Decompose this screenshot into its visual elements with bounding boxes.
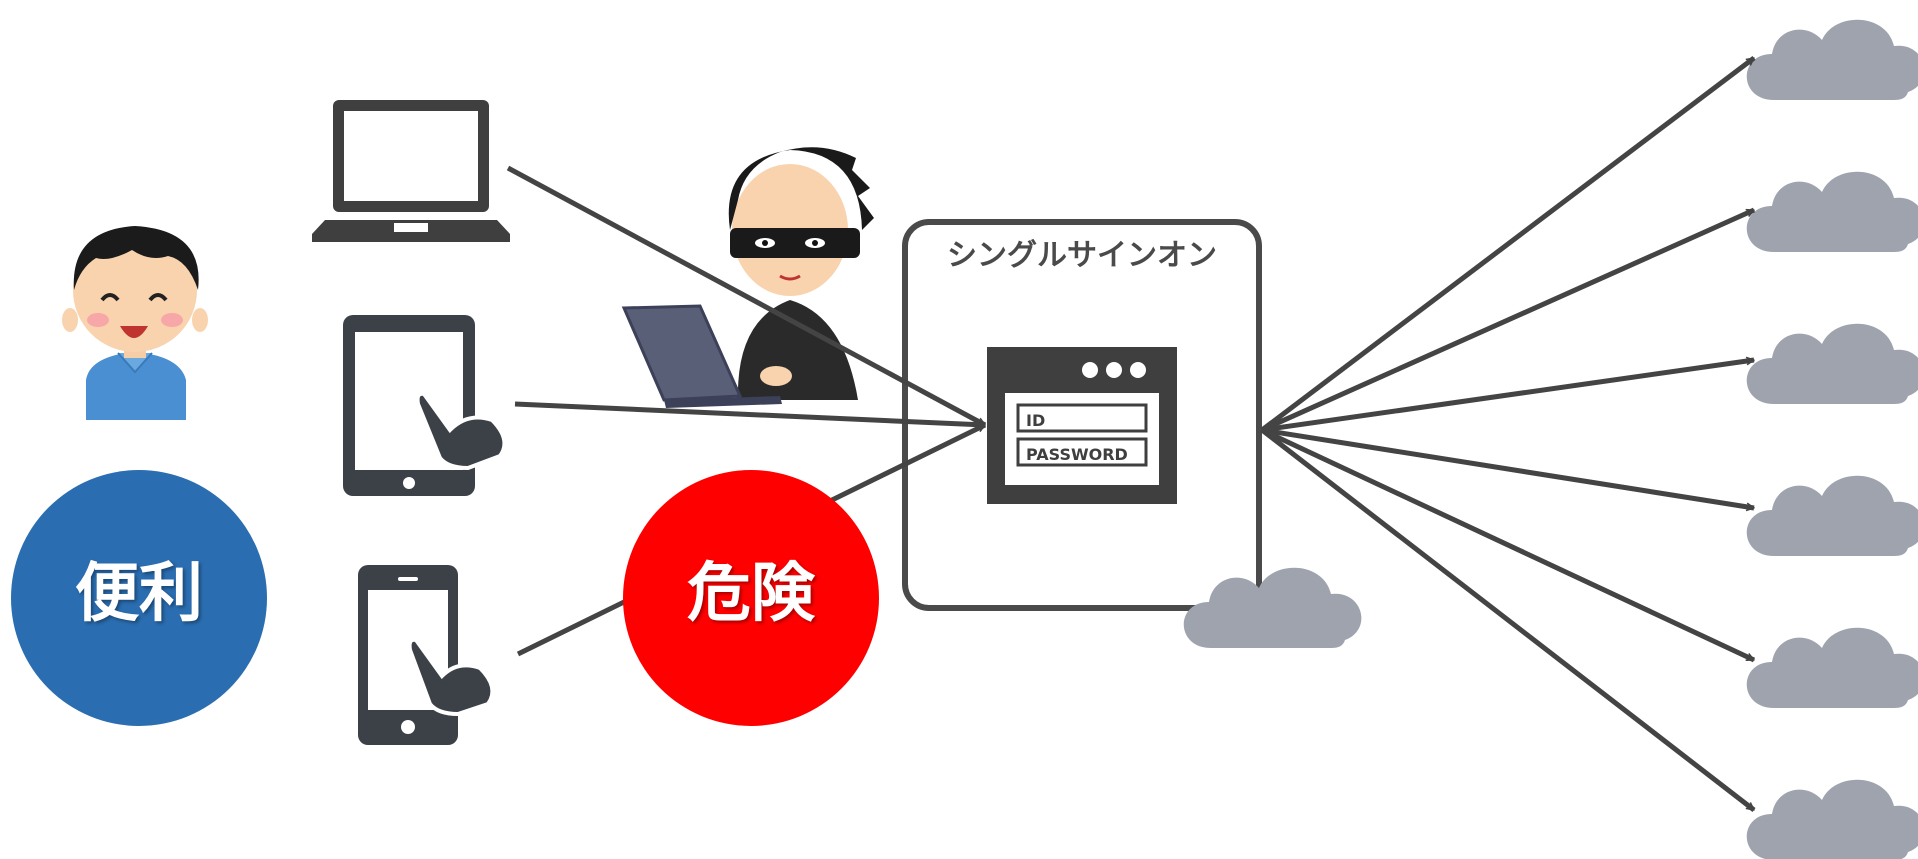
login-window-icon — [987, 347, 1177, 504]
smartphone-icon — [358, 565, 495, 745]
cloud-icon — [1746, 627, 1918, 708]
arrow-sso-to-cloud — [1260, 207, 1754, 433]
sso-title: シングルサインオン — [947, 238, 1217, 273]
person-icon — [62, 226, 208, 420]
cloud-icon — [1746, 323, 1918, 404]
password-field-label: PASSWORD — [1026, 445, 1128, 464]
cloud-icon — [1746, 475, 1918, 556]
arrow-sso-to-cloud — [1260, 56, 1756, 432]
tablet-icon — [343, 315, 507, 496]
arrow-sso-to-cloud — [1260, 427, 1754, 663]
danger-circle — [623, 470, 879, 726]
id-field-label: ID — [1026, 411, 1045, 430]
cloud-icon — [1746, 19, 1918, 100]
convenient-circle — [11, 470, 267, 726]
arrow-sso-to-cloud — [1260, 428, 1756, 812]
laptop-icon — [312, 100, 510, 242]
arrow-tablet-to-sso — [514, 401, 985, 425]
arrow-sso-to-cloud — [1261, 360, 1754, 433]
arrow-sso-to-cloud — [1261, 427, 1754, 508]
cloud-icon — [1746, 779, 1918, 859]
hacker-icon — [621, 147, 874, 408]
danger-label: 危険 — [687, 557, 815, 631]
cloud-arrows — [1260, 56, 1756, 812]
cloud-icon — [1746, 171, 1918, 252]
convenient-label: 便利 — [75, 557, 203, 631]
arrow-laptop-to-sso — [506, 165, 985, 428]
